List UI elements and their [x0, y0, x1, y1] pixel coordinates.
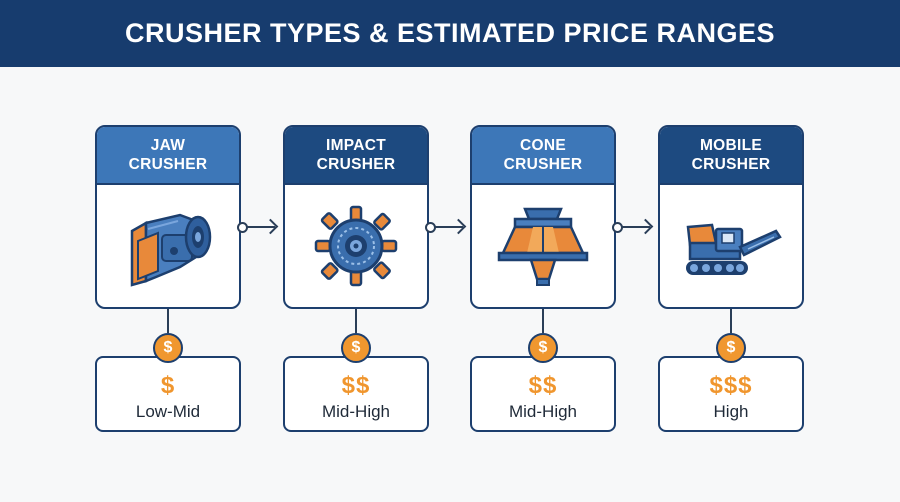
page-title: CRUSHER TYPES & ESTIMATED PRICE RANGES [124, 18, 776, 48]
card-cone-crusher: CONE CRUSHER [470, 125, 616, 309]
card-jaw-crusher: JAW CRUSHER [95, 125, 241, 309]
cone-crusher-icon [472, 187, 614, 305]
card-title-line2: CRUSHER [316, 156, 396, 173]
card-title-line2: CRUSHER [128, 156, 208, 173]
card-to-price-line [167, 309, 169, 333]
card-to-price-line [355, 309, 357, 333]
card-title-line1: MOBILE [699, 137, 763, 154]
price-box-cone: $$ Mid-High [470, 356, 616, 432]
card-to-price-line [542, 309, 544, 333]
dollar-coin-icon: $ [528, 333, 558, 363]
price-symbol: $ [160, 372, 176, 399]
card-title-line1: IMPACT [325, 137, 387, 154]
price-range-label: Mid-High [508, 402, 578, 421]
price-range-label: High [713, 402, 749, 421]
price-symbol: $$ [528, 372, 558, 399]
mobile-crusher-icon [660, 187, 802, 305]
dollar-coin-icon: $ [341, 333, 371, 363]
connector-dot [612, 221, 623, 233]
connector-dot [237, 221, 248, 233]
price-box-jaw: $ Low-Mid [95, 356, 241, 432]
card-header-cone: CONE CRUSHER [472, 127, 614, 185]
card-title-line1: JAW [150, 137, 186, 154]
price-box-mobile: $$$ High [658, 356, 804, 432]
price-range-label: Low-Mid [135, 402, 201, 421]
card-impact-crusher: IMPACT CRUSHER [283, 125, 429, 309]
card-header-mobile: MOBILE CRUSHER [660, 127, 802, 185]
flow-connector-1 [237, 218, 279, 235]
flow-connector-2 [425, 218, 467, 235]
arrow-right-icon [450, 218, 467, 235]
card-title-line1: CONE [520, 137, 566, 154]
title-banner: CRUSHER TYPES & ESTIMATED PRICE RANGES [0, 0, 900, 67]
card-header-impact: IMPACT CRUSHER [285, 127, 427, 185]
card-title-line2: CRUSHER [691, 156, 771, 173]
dollar-coin-icon: $ [716, 333, 746, 363]
dollar-coin-icon: $ [153, 333, 183, 363]
jaw-crusher-icon [97, 187, 239, 305]
arrow-right-icon [262, 218, 279, 235]
price-symbol: $$$ [709, 372, 753, 399]
card-title-line2: CRUSHER [503, 156, 583, 173]
price-symbol: $$ [341, 372, 371, 399]
card-mobile-crusher: MOBILE CRUSHER [658, 125, 804, 309]
connector-dot [425, 221, 436, 233]
flow-connector-3 [612, 218, 654, 235]
card-header-jaw: JAW CRUSHER [97, 127, 239, 185]
price-range-label: Mid-High [321, 402, 391, 421]
price-box-impact: $$ Mid-High [283, 356, 429, 432]
arrow-right-icon [637, 218, 654, 235]
impact-crusher-icon [285, 187, 427, 305]
card-to-price-line [730, 309, 732, 333]
